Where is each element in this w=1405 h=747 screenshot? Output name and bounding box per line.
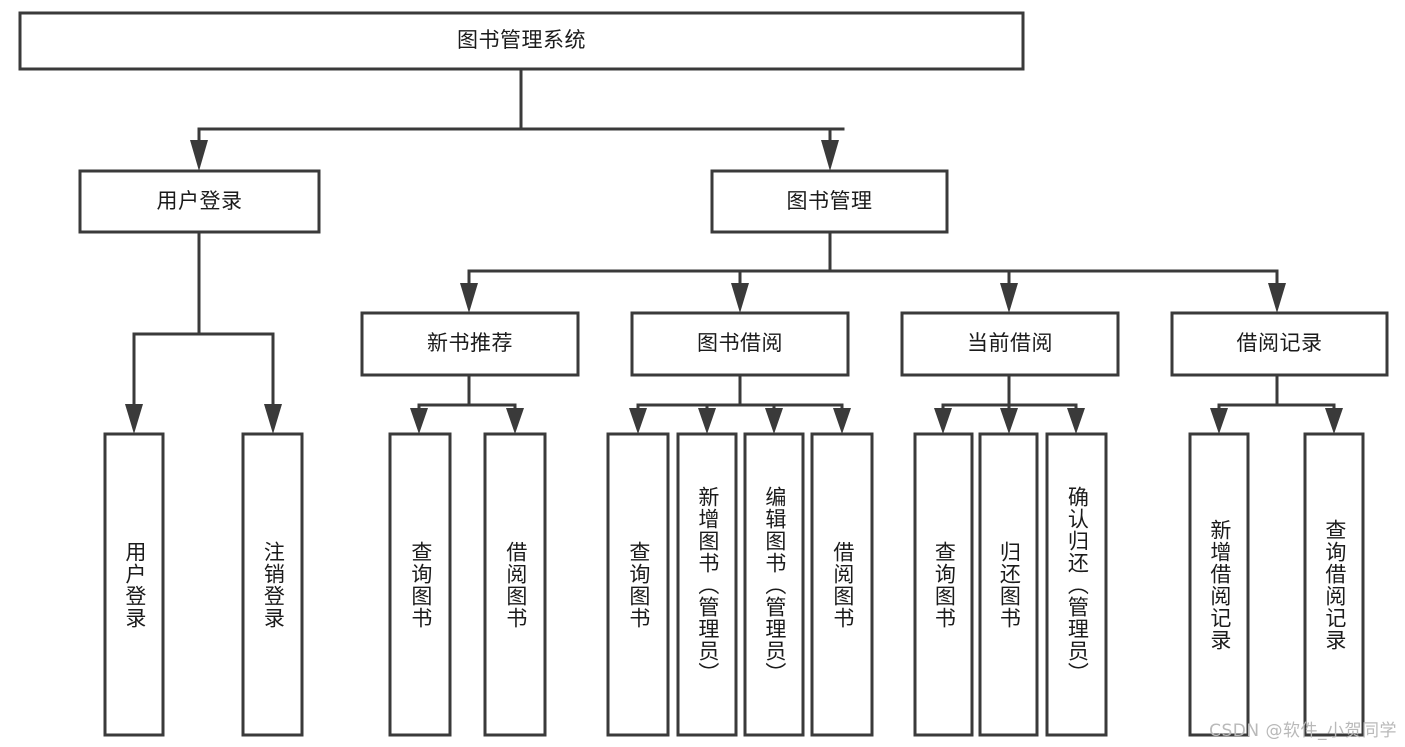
node-box-book-management[interactable]: [710, 169, 949, 234]
connector-borrow-record-to-leaves: [1210, 373, 1343, 434]
node-box-borrow-record[interactable]: [1170, 311, 1389, 377]
connector-book-borrow-to-leaves: [629, 373, 851, 434]
node-box-leaf-user-login[interactable]: [103, 432, 165, 737]
connector-book-management-to-level2: [460, 230, 1286, 313]
node-box-new-book-recommend[interactable]: [360, 311, 580, 377]
node-box-leaf-return-book[interactable]: [978, 432, 1039, 737]
node-box-leaf-confirm-return-admin[interactable]: [1045, 432, 1108, 737]
node-box-current-borrow[interactable]: [900, 311, 1120, 377]
connector-root-to-level1: [190, 67, 845, 171]
node-box-book-borrow[interactable]: [630, 311, 850, 377]
node-box-root[interactable]: [18, 11, 1025, 71]
node-box-leaf-logout[interactable]: [241, 432, 304, 737]
node-box-leaf-add-book-admin[interactable]: [676, 432, 738, 737]
node-box-leaf-add-borrow-record[interactable]: [1188, 432, 1250, 737]
node-box-leaf-borrow-book[interactable]: [810, 432, 874, 737]
connector-current-borrow-to-leaves: [934, 373, 1085, 434]
node-box-leaf-query-book-current[interactable]: [913, 432, 974, 737]
connector-user-login-to-leaves: [125, 230, 282, 434]
node-box-leaf-query-book-new[interactable]: [388, 432, 452, 737]
node-box-user-login[interactable]: [78, 169, 321, 234]
node-box-leaf-edit-book-admin[interactable]: [743, 432, 805, 737]
node-box-leaf-query-book-borrow[interactable]: [606, 432, 670, 737]
node-box-leaf-borrow-book-new[interactable]: [483, 432, 547, 737]
connector-new-book-recommend-to-leaves: [410, 373, 524, 434]
node-box-leaf-query-borrow-record[interactable]: [1303, 432, 1365, 737]
